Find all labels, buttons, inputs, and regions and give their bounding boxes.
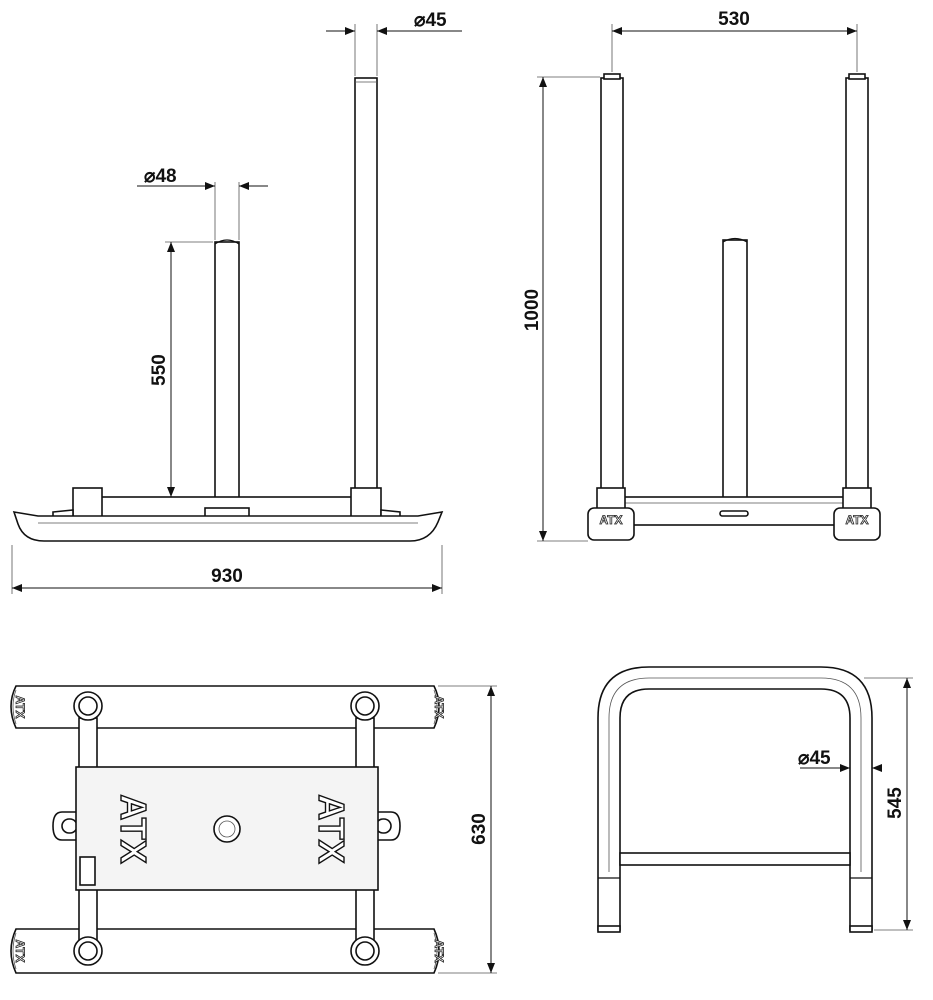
top-runner-logo-2: ATX: [432, 695, 446, 718]
front-left-runner-cap: [587, 507, 635, 541]
dim-side-short-post-diameter: ⌀48: [144, 166, 177, 187]
dim-handle-height: 545: [885, 787, 906, 819]
top-runner-logo-4: ATX: [432, 939, 446, 962]
handle-view: ⌀45 545: [597, 666, 913, 933]
front-right-logo: ATX: [845, 513, 868, 527]
top-runner-logo-3: ATX: [13, 939, 27, 962]
top-left-logo: ATX: [113, 794, 154, 863]
dim-front-height: 1000: [522, 289, 543, 331]
top-lower-runner: [10, 928, 440, 974]
dim-side-total-width: 930: [211, 566, 243, 587]
top-right-logo: ATX: [311, 794, 352, 863]
front-left-post: [600, 77, 624, 491]
front-left-logo: ATX: [599, 513, 622, 527]
front-view: ATX ATX 530 1000: [522, 9, 881, 542]
side-tall-post: [354, 77, 378, 491]
top-runner-logo-1: ATX: [13, 695, 27, 718]
top-upper-runner: [10, 685, 440, 729]
side-short-post: [214, 241, 240, 499]
front-center-post: [722, 239, 748, 499]
handle-tube: [597, 666, 873, 931]
front-right-post: [845, 77, 869, 491]
dim-handle-diameter: ⌀45: [798, 748, 831, 769]
front-right-runner-cap: [833, 507, 881, 541]
side-left-sleeve: [72, 487, 103, 519]
handle-cross-bar: [619, 852, 851, 866]
dim-front-post-spacing: 530: [718, 9, 750, 30]
side-right-sleeve: [350, 487, 382, 519]
dim-side-tall-post-diameter: ⌀45: [414, 10, 447, 31]
top-view: ATX ATX ATX ATX ATX ATX 630: [10, 685, 497, 974]
dim-top-depth: 630: [469, 813, 490, 845]
side-view: 930 550 ⌀48 ⌀45: [11, 10, 462, 594]
dim-side-short-post-height: 550: [149, 354, 170, 386]
top-center-knob: [213, 815, 241, 843]
side-runner: [12, 510, 444, 542]
